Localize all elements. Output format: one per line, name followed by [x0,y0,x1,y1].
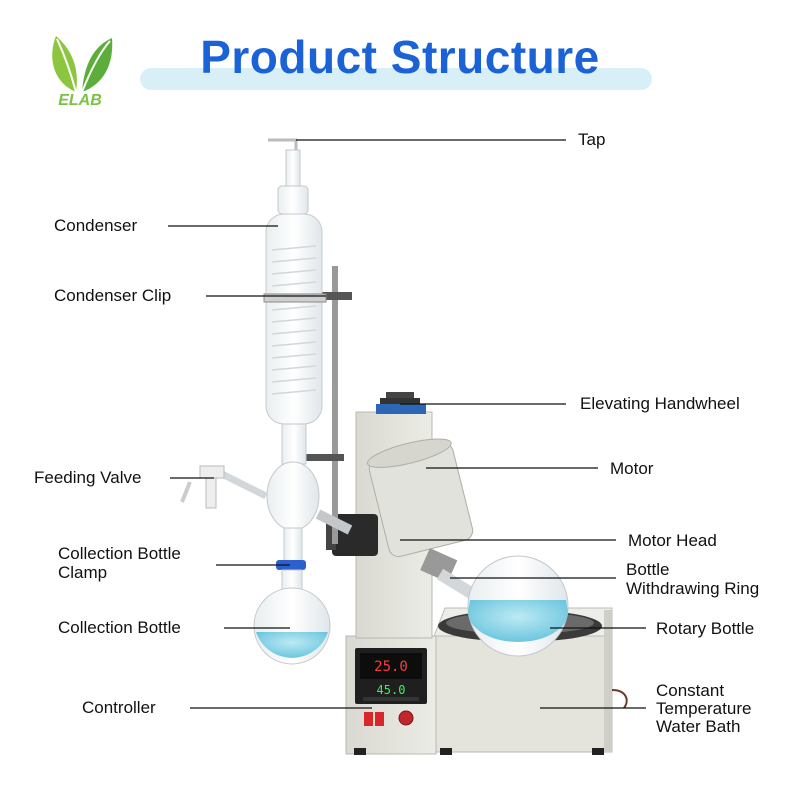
label-feeding-valve: Feeding Valve [34,468,142,487]
leader-lines [168,139,646,709]
support-rod [304,266,352,544]
logo-text: ELAB [58,92,102,109]
label-motor-head: Motor Head [628,531,717,550]
page-title: Product Structure [200,31,600,83]
label-condenser-clip: Condenser Clip [54,286,172,305]
controller-pv-readout: 25.0 [374,659,408,675]
label-bottle-withdrawing-ring-line1: Bottle [626,560,670,579]
label-collection-bottle: Collection Bottle [58,618,181,637]
label-water-bath-line2: Temperature [656,699,752,718]
title-underline-bar [140,68,652,90]
label-controller: Controller [82,698,156,717]
collection-bottle [253,560,331,665]
label-bottle-withdrawing-ring-line2: Withdrawing Ring [626,579,760,598]
condenser-glass [263,138,353,563]
label-motor: Motor [610,459,654,478]
label-water-bath-line3: Water Bath [656,717,741,736]
feeding-valve [180,465,268,509]
label-elevating-handwheel: Elevating Handwheel [580,394,740,413]
controller-unit: 25.0 45.0 [345,635,437,755]
label-water-bath-line1: Constant [656,681,725,700]
rotary-bottle [436,555,569,657]
label-tap: Tap [578,130,606,149]
label-condenser: Condenser [54,216,138,235]
controller-sv-readout: 45.0 [377,683,406,697]
elab-leaf-logo-icon [46,30,114,120]
label-collection-bottle-clamp-line1: Collection Bottle [58,544,181,563]
label-collection-bottle-clamp-line2: Clamp [58,563,108,582]
label-rotary-bottle: Rotary Bottle [656,619,755,638]
